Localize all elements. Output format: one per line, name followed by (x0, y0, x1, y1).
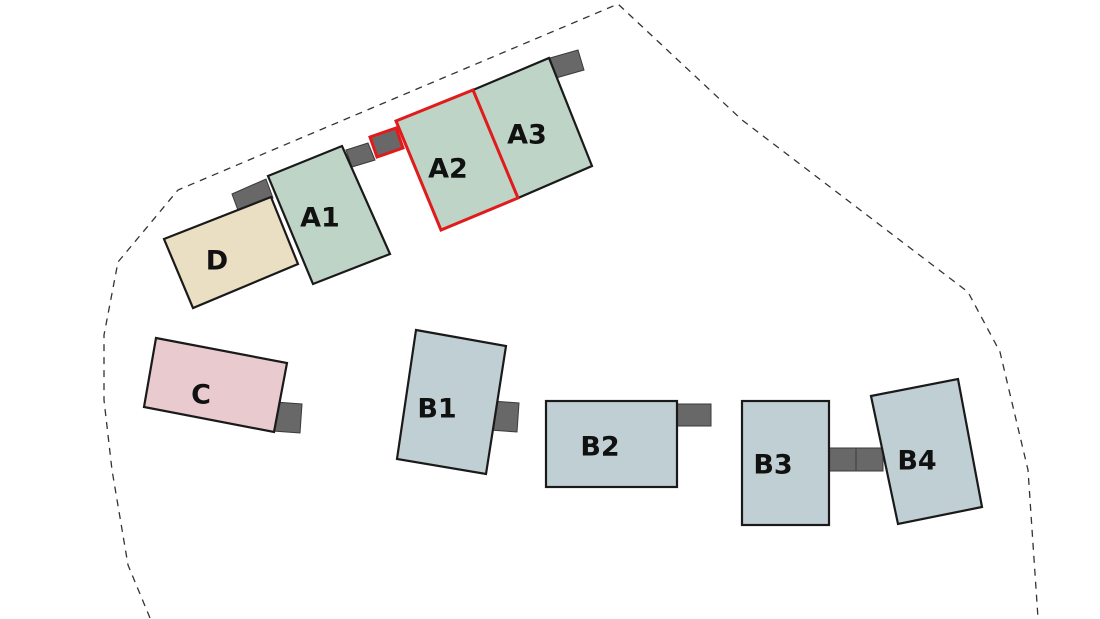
selected-building-outline (394, 88, 520, 232)
connector-b3-b4-left (828, 447, 857, 472)
connector-b3-b4-right (855, 447, 884, 472)
building-b1[interactable] (395, 328, 508, 476)
site-boundary (103, 3, 1039, 619)
building-b4[interactable] (869, 377, 984, 526)
connector-b2-east (676, 403, 712, 427)
building-a1[interactable] (266, 144, 392, 286)
selected-connector-outline (368, 126, 405, 159)
building-b3[interactable] (740, 399, 831, 527)
building-c[interactable] (142, 336, 289, 434)
building-b2[interactable] (544, 399, 679, 489)
connector-a1-west (231, 178, 274, 214)
building-d[interactable] (162, 195, 300, 310)
